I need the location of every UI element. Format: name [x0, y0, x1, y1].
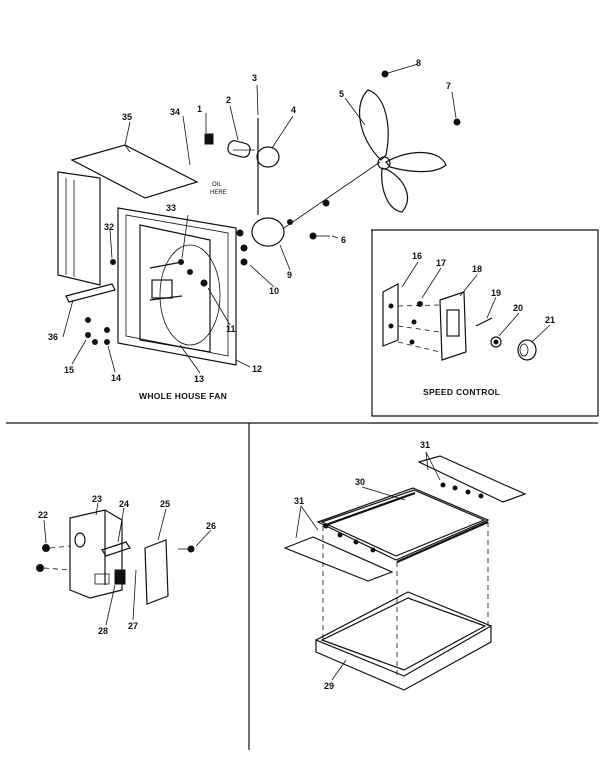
callout-35: 35: [122, 112, 132, 122]
control-knob: [517, 339, 537, 361]
oil-here-line2: HERE: [210, 190, 227, 196]
callout-11: 11: [226, 324, 236, 334]
switch-cover-plate: [144, 539, 169, 605]
callout-numbers: 1 2 3 4 5 6 7 8 9 10 11 12 13 14 15 16 1…: [38, 58, 555, 691]
callout-6: 6: [341, 235, 346, 245]
clip-1: [204, 133, 214, 145]
speed-control-switch: [439, 291, 467, 361]
callout-33: 33: [166, 203, 176, 213]
switch-clip: [101, 541, 131, 557]
leaders-cabinet: [295, 451, 441, 681]
callout-15: 15: [64, 365, 74, 375]
callout-21: 21: [545, 315, 555, 325]
callout-1: 1: [197, 104, 202, 114]
callout-30: 30: [355, 477, 365, 487]
leaders-fan: [62, 63, 457, 374]
mounting-bracket: [382, 283, 399, 347]
whole-house-fan-assembly: [57, 70, 461, 366]
callout-19: 19: [491, 288, 501, 298]
main-frame: [117, 207, 237, 366]
callout-10: 10: [269, 286, 279, 296]
top-cover-plate: [70, 144, 199, 199]
callout-36: 36: [48, 332, 58, 342]
callout-28: 28: [98, 626, 108, 636]
caption-speed-control: SPEED CONTROL: [423, 387, 500, 397]
leaders-switch: [43, 502, 212, 626]
callout-13: 13: [194, 374, 204, 384]
callout-17: 17: [436, 258, 446, 268]
motor-capacitor: [256, 146, 280, 168]
fan-shroud: [139, 224, 211, 353]
top-frame: [316, 487, 490, 561]
callout-26: 26: [206, 521, 216, 531]
callout-16: 16: [412, 251, 422, 261]
callout-20: 20: [513, 303, 523, 313]
callout-29: 29: [324, 681, 334, 691]
callout-18: 18: [472, 264, 482, 274]
fan-motor: [251, 217, 285, 247]
callout-7: 7: [446, 81, 451, 91]
oil-here-line1: OIL: [212, 182, 222, 188]
callout-34: 34: [170, 107, 180, 117]
speed-control-assembly: [382, 283, 537, 361]
callout-3: 3: [252, 73, 257, 83]
caption-whole-house-fan: WHOLE HOUSE FAN: [139, 391, 227, 401]
bottom-rail: [65, 283, 116, 303]
callout-27: 27: [128, 621, 138, 631]
cabinet-assembly: [283, 455, 527, 691]
switch-component: [114, 569, 126, 585]
callout-8: 8: [416, 58, 421, 68]
callout-5: 5: [339, 89, 344, 99]
callout-32: 32: [104, 222, 114, 232]
switch-box-assembly: [36, 509, 195, 605]
side-frame: [57, 171, 101, 286]
side-panel-right: [417, 455, 527, 503]
capacitor: [227, 140, 251, 158]
callout-9: 9: [287, 270, 292, 280]
control-nut: [490, 336, 502, 348]
callout-31-lower: 31: [294, 496, 304, 506]
callout-14: 14: [111, 373, 121, 383]
callout-31-upper: 31: [420, 440, 430, 450]
side-panel-left: [283, 536, 394, 582]
fan-blade: [359, 89, 447, 213]
callout-4: 4: [291, 105, 296, 115]
leaders-speed: [401, 261, 551, 343]
callout-24: 24: [119, 499, 129, 509]
switch-box: [69, 509, 123, 599]
callout-12: 12: [252, 364, 262, 374]
callout-22: 22: [38, 510, 48, 520]
panel-dividers: [6, 229, 599, 750]
callout-2: 2: [226, 95, 231, 105]
callout-25: 25: [160, 499, 170, 509]
fan-ring: [159, 244, 221, 346]
callout-23: 23: [92, 494, 102, 504]
